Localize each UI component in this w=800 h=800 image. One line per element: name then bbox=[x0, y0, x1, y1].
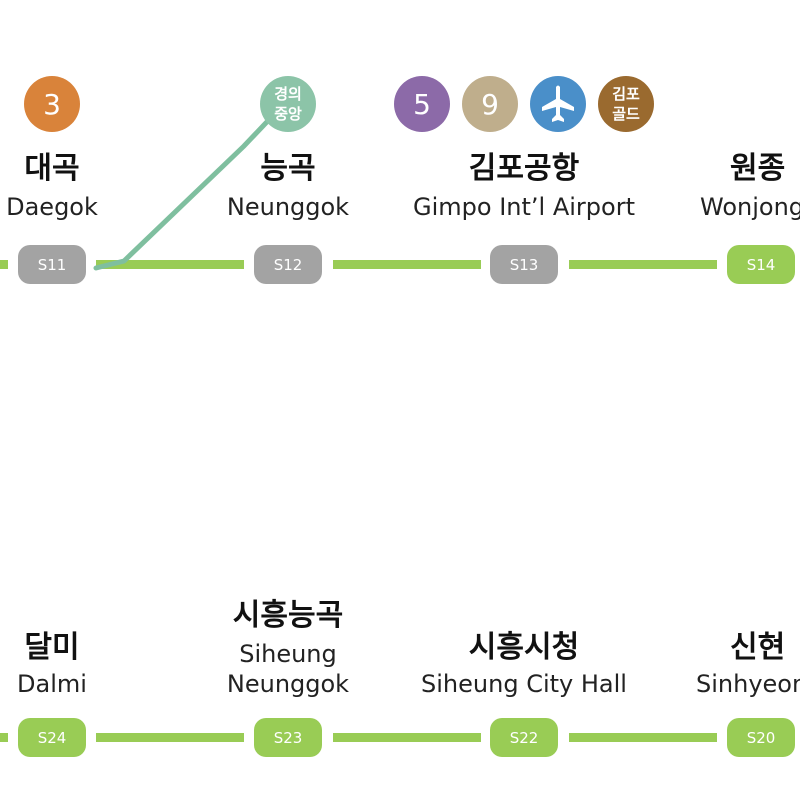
top-line-track bbox=[0, 260, 717, 269]
transfer-gyeongui-line1: 경의 bbox=[274, 85, 302, 103]
station-daegok[interactable]: 3 대곡 Daegok S11 bbox=[6, 76, 98, 284]
station-code-badge bbox=[490, 718, 558, 757]
transfer-gimpo-gold-line1: 김포 bbox=[612, 85, 640, 103]
station-code: S11 bbox=[38, 256, 67, 274]
station-code-badge bbox=[727, 718, 795, 757]
station-name-en: Gimpo Int’l Airport bbox=[413, 193, 635, 221]
station-sinhyeon[interactable]: 신현 Sinhyeon S20 bbox=[696, 630, 800, 757]
station-code: S22 bbox=[510, 729, 539, 747]
station-name-ko: 시흥시청 bbox=[469, 630, 579, 665]
station-code: S20 bbox=[747, 729, 776, 747]
station-code-badge bbox=[18, 718, 86, 757]
station-siheung-neunggok[interactable]: 시흥능곡 Siheung Neunggok S23 bbox=[227, 598, 349, 757]
station-name-en: Daegok bbox=[6, 193, 98, 221]
station-gimpo-airport[interactable]: 5 9 김포 골드 김포공항 Gimpo Int’l Airport S13 bbox=[394, 76, 654, 284]
station-name-en: Sinhyeon bbox=[696, 670, 800, 698]
station-code-badge bbox=[727, 245, 795, 284]
line-9-icon bbox=[462, 76, 518, 132]
gimpo-goldline-icon bbox=[598, 76, 654, 132]
station-name-ko: 대곡 bbox=[24, 151, 79, 186]
station-name-ko: 김포공항 bbox=[469, 151, 580, 186]
station-code: S12 bbox=[274, 256, 303, 274]
transfer-gyeongui-line2: 중앙 bbox=[274, 105, 302, 123]
station-name-en: Siheung City Hall bbox=[421, 670, 627, 698]
bottom-line-track bbox=[0, 733, 717, 742]
station-wonjong[interactable]: 원종 Wonjong S14 bbox=[700, 151, 800, 284]
station-name-ko: 시흥능곡 bbox=[233, 598, 343, 633]
station-name-en: Neunggok bbox=[227, 193, 349, 221]
station-name-en: Wonjong bbox=[700, 193, 800, 221]
station-name-ko: 원종 bbox=[730, 151, 785, 186]
station-name-en-line1: Siheung bbox=[239, 640, 337, 668]
transfer-line-5-label: 5 bbox=[413, 88, 431, 121]
station-code: S24 bbox=[38, 729, 67, 747]
station-code-badge bbox=[490, 245, 558, 284]
station-dalmi[interactable]: 달미 Dalmi S24 bbox=[17, 630, 87, 757]
station-code-badge bbox=[254, 245, 322, 284]
airplane-glyph bbox=[542, 85, 574, 122]
station-code: S14 bbox=[747, 256, 776, 274]
station-name-ko: 달미 bbox=[24, 630, 79, 665]
transfer-line-9-label: 9 bbox=[481, 88, 499, 121]
station-name-en: Dalmi bbox=[17, 670, 87, 698]
station-name-ko: 능곡 bbox=[260, 151, 315, 186]
gyeongui-branch-line bbox=[93, 103, 285, 271]
gyeongui-jungang-icon bbox=[260, 76, 316, 132]
transfer-gimpo-gold-line2: 골드 bbox=[612, 105, 640, 123]
station-neunggok[interactable]: 경의 중앙 능곡 Neunggok S12 bbox=[227, 76, 349, 284]
station-code: S13 bbox=[510, 256, 539, 274]
station-siheung-city-hall[interactable]: 시흥시청 Siheung City Hall S22 bbox=[421, 630, 627, 757]
station-name-ko: 신현 bbox=[730, 630, 785, 665]
station-code: S23 bbox=[274, 729, 303, 747]
line-3-icon bbox=[24, 76, 80, 132]
station-code-badge bbox=[18, 245, 86, 284]
transfer-line-3-label: 3 bbox=[43, 88, 61, 121]
line-5-icon bbox=[394, 76, 450, 132]
station-name-en-line2: Neunggok bbox=[227, 670, 349, 698]
station-code-badge bbox=[254, 718, 322, 757]
